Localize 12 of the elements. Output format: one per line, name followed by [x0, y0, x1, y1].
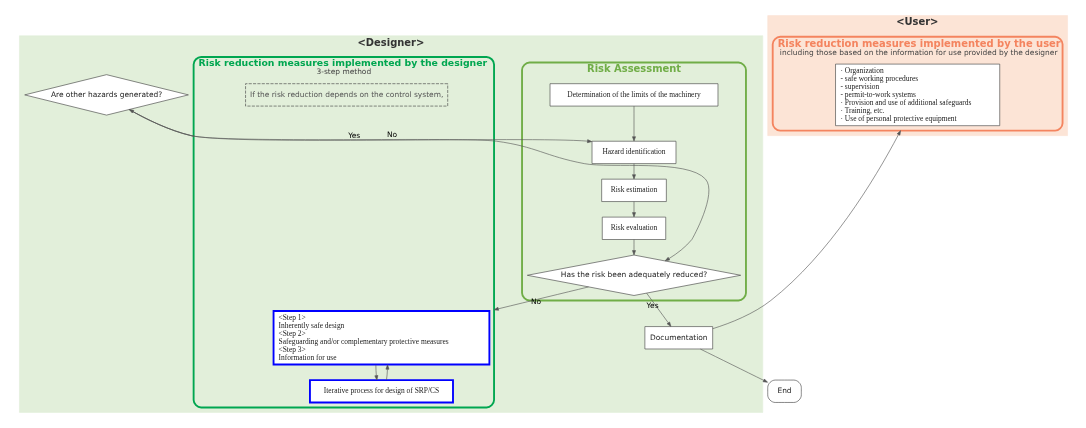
arrow — [128, 109, 709, 262]
arrow — [631, 105, 636, 142]
arrow — [374, 364, 378, 381]
arrow — [385, 364, 389, 381]
arrow — [631, 163, 636, 180]
arrow — [631, 239, 636, 256]
arrow — [631, 201, 636, 218]
arrow — [645, 292, 671, 327]
arrow — [128, 109, 592, 143]
arrow — [711, 130, 901, 330]
arrow — [128, 109, 194, 137]
arrow — [699, 348, 768, 383]
